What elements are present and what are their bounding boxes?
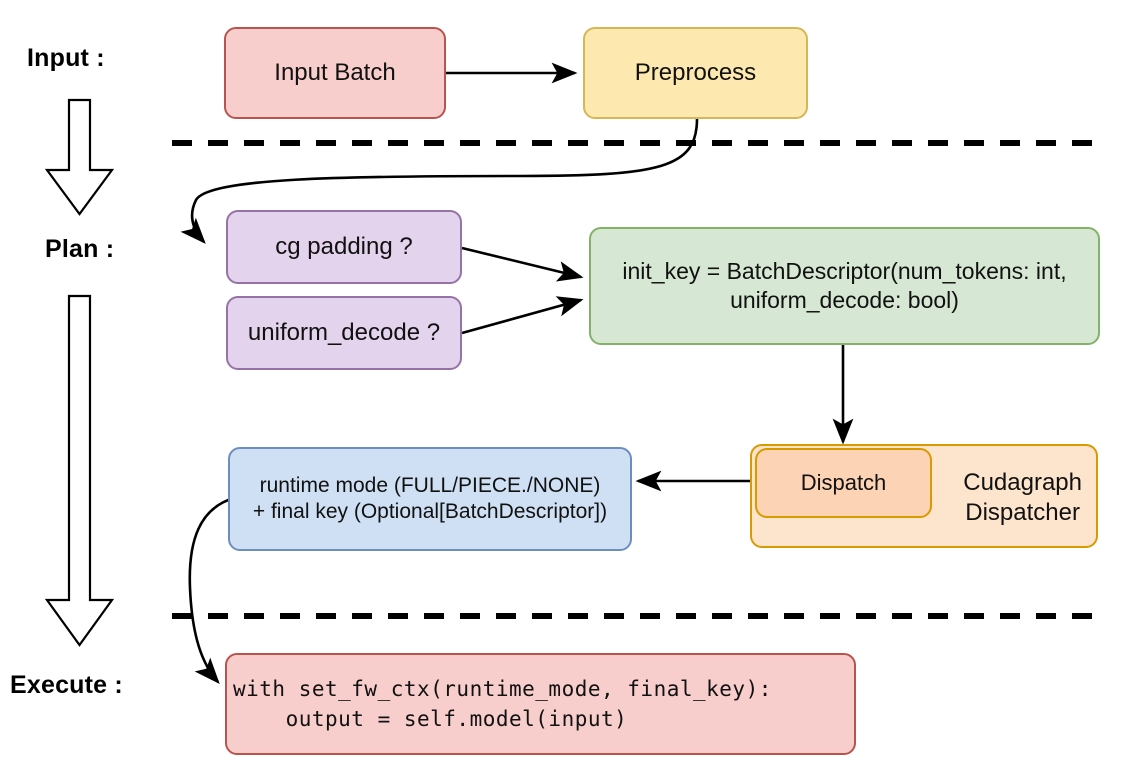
node-runtime-mode[interactable]: runtime mode (FULL/PIECE./NONE) + final … [228, 447, 632, 551]
input-to-plan-block-arrow [44, 98, 115, 216]
node-input-batch-label: Input Batch [274, 59, 396, 86]
node-code-block-text: with set_fw_ctx(runtime_mode, final_key)… [233, 676, 772, 731]
node-init-key-text: init_key = BatchDescriptor(num_tokens: i… [591, 257, 1098, 315]
stage-label-plan: Plan : [45, 235, 115, 263]
arrow-uniform-decode-to-init-key [461, 296, 584, 335]
node-dispatch-label: Dispatch [800, 470, 887, 496]
node-dispatch[interactable]: Dispatch [755, 448, 932, 518]
node-cg-padding-label: cg padding ? [275, 233, 413, 260]
stage-label-input: Input : [27, 44, 105, 72]
plan-to-execute-block-arrow [44, 294, 115, 647]
node-cudagraph-dispatcher-text: Cudagraph Dispatcher [963, 468, 1096, 528]
node-cudagraph-dispatcher-line2: Dispatcher [965, 499, 1080, 526]
node-init-key-line2: uniform_decode: bool) [730, 287, 959, 313]
node-preprocess[interactable]: Preprocess [583, 27, 808, 119]
node-init-key[interactable]: init_key = BatchDescriptor(num_tokens: i… [589, 227, 1100, 345]
node-uniform-decode-label: uniform_decode ? [247, 319, 441, 346]
node-runtime-mode-text: runtime mode (FULL/PIECE./NONE) + final … [230, 473, 630, 526]
node-init-key-line1: init_key = BatchDescriptor(num_tokens: i… [622, 258, 1067, 285]
node-code-block[interactable]: with set_fw_ctx(runtime_mode, final_key)… [225, 653, 856, 755]
node-uniform-decode[interactable]: uniform_decode ? [226, 296, 462, 370]
stage-label-execute: Execute : [10, 671, 123, 699]
node-runtime-mode-line2: + final key (Optional[BatchDescriptor]) [252, 500, 608, 523]
node-preprocess-label: Preprocess [634, 59, 757, 86]
node-input-batch[interactable]: Input Batch [224, 27, 446, 119]
arrow-cg-padding-to-init-key [461, 246, 584, 282]
node-runtime-mode-line1: runtime mode (FULL/PIECE./NONE) [259, 473, 601, 497]
node-cudagraph-dispatcher-line1: Cudagraph [963, 469, 1082, 496]
node-cg-padding[interactable]: cg padding ? [226, 210, 462, 284]
